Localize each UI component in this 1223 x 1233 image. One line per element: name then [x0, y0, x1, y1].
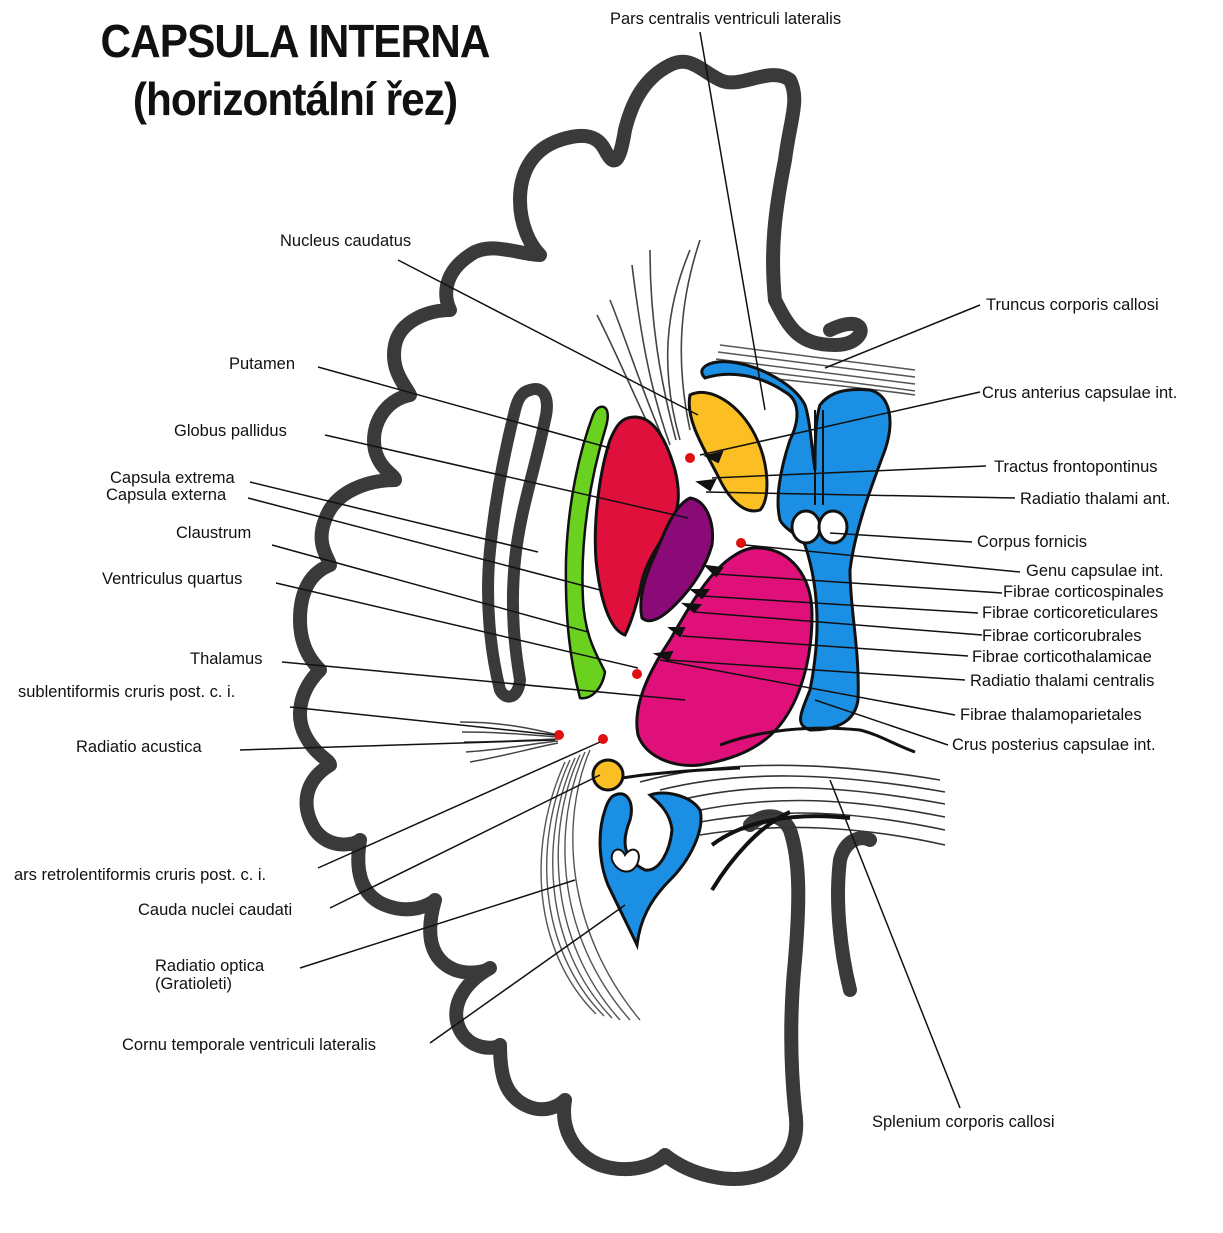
insula-outline	[488, 389, 547, 697]
label-claustrum: Claustrum	[176, 524, 251, 542]
label-radiatio-optica: Radiatio optica (Gratioleti)	[155, 957, 264, 993]
arrow-radiatio-ant	[698, 480, 715, 490]
label-ventriculus-quartus: Ventriculus quartus	[102, 570, 242, 588]
label-capsula-extrema: Capsula extrema	[110, 469, 235, 487]
label-crus-posterius: Crus posterius capsulae int.	[952, 736, 1156, 754]
label-cauda-nuclei-caudati: Cauda nuclei caudati	[138, 901, 292, 919]
leader-putamen	[318, 367, 610, 448]
label-sublentiformis: sublentiformis cruris post. c. i.	[18, 683, 235, 701]
label-fibrae-corticorubrales: Fibrae corticorubrales	[982, 627, 1142, 645]
dot-sublentiformis	[554, 730, 564, 740]
label-putamen: Putamen	[229, 355, 295, 373]
label-splenium: Splenium corporis callosi	[872, 1113, 1055, 1131]
hemisphere-outline-right	[838, 838, 870, 990]
label-truncus: Truncus corporis callosi	[986, 296, 1159, 314]
label-fibrae-corticospinales: Fibrae corticospinales	[1003, 583, 1164, 601]
dot-crus-posterius	[632, 669, 642, 679]
label-tractus-frontopontinus: Tractus frontopontinus	[994, 458, 1158, 476]
label-cornu-temporale: Cornu temporale ventriculi lateralis	[122, 1036, 376, 1054]
label-nucleus-caudatus: Nucleus caudatus	[280, 232, 411, 250]
dot-genu	[736, 538, 746, 548]
leader-radiatio-acustica	[240, 740, 555, 750]
title-line-1: CAPSULA INTERNA	[79, 12, 511, 70]
label-radiatio-optica-main: Radiatio optica	[155, 957, 264, 975]
label-fibrae-corticothalamicae: Fibrae corticothalamicae	[972, 648, 1152, 666]
diagram-title: CAPSULA INTERNA (horizontální řez)	[60, 12, 530, 128]
label-crus-anterius: Crus anterius capsulae int.	[982, 384, 1177, 402]
label-fibrae-thalamoparietales: Fibrae thalamoparietales	[960, 706, 1142, 724]
label-fibrae-corticoreticulares: Fibrae corticoreticulares	[982, 604, 1158, 622]
label-radiatio-thalami-ant: Radiatio thalami ant.	[1020, 490, 1170, 508]
cauda-nuclei-caudati-shape	[593, 760, 623, 790]
label-pars-centralis: Pars centralis ventriculi lateralis	[610, 10, 841, 28]
label-radiatio-acustica: Radiatio acustica	[76, 738, 202, 756]
leader-thalamus	[282, 662, 685, 700]
label-capsula-externa: Capsula externa	[106, 486, 226, 504]
dot-crus-anterius	[685, 453, 695, 463]
leader-sublentiformis	[290, 707, 555, 735]
label-radiatio-optica-sub: (Gratioleti)	[155, 975, 264, 993]
leader-capsula-externa	[248, 498, 600, 590]
title-line-2: (horizontální řez)	[79, 70, 511, 128]
label-retrolentiformis: ars retrolentiformis cruris post. c. i.	[14, 866, 266, 884]
splenium-curve	[712, 816, 850, 845]
label-radiatio-thalami-centralis: Radiatio thalami centralis	[970, 672, 1154, 690]
label-globus-pallidus: Globus pallidus	[174, 422, 287, 440]
label-thalamus: Thalamus	[190, 650, 262, 668]
cornu-temporale-shape	[600, 793, 701, 945]
cauda-tail-line	[622, 768, 740, 778]
label-corpus-fornicis: Corpus fornicis	[977, 533, 1087, 551]
label-genu: Genu capsulae int.	[1026, 562, 1164, 580]
